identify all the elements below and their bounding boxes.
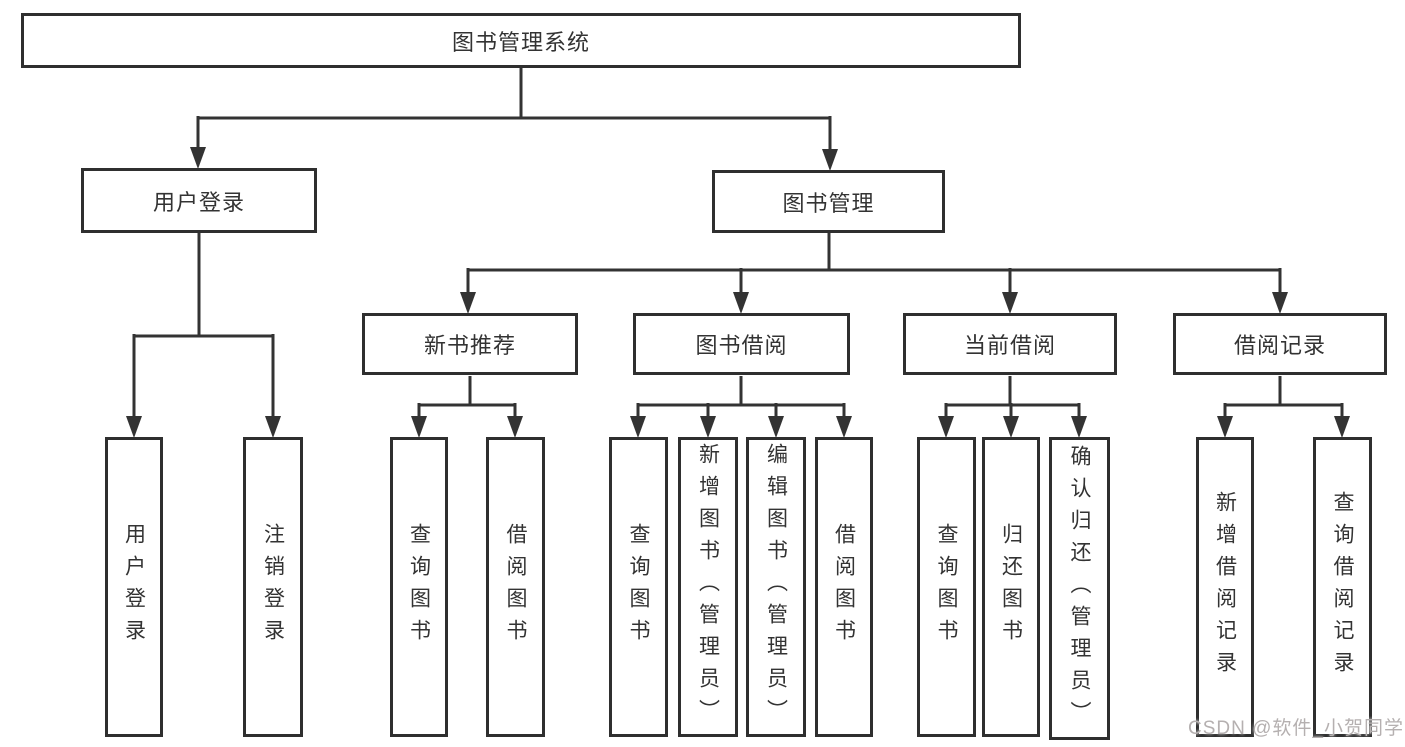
node-current-borrowing-label: 当前借阅: [963, 333, 1056, 358]
node-user-login: 用户登录: [81, 168, 317, 233]
node-book-management: 图书管理: [712, 170, 945, 233]
leaf-edit-books-admin: 编辑图书（管理员）: [746, 437, 806, 737]
leaf-add-borrow-record-label: 新增借阅记录: [1213, 491, 1237, 683]
leaf-confirm-return-admin: 确认归还（管理员）: [1049, 437, 1110, 740]
leaf-user-login-label: 用户登录: [122, 523, 146, 651]
csdn-watermark: CSDN @软件_小贺同学: [1188, 718, 1404, 739]
leaf-user-login: 用户登录: [105, 437, 163, 737]
leaf-confirm-return-admin-label: 确认归还（管理员）: [1068, 444, 1091, 733]
node-book-management-label: 图书管理: [782, 190, 875, 216]
leaf-query-borrow-record-label: 查询借阅记录: [1331, 491, 1354, 683]
leaf-query-books-borrow-label: 查询图书: [627, 523, 650, 651]
leaf-logout-login: 注销登录: [243, 437, 303, 737]
leaf-add-books-admin: 新增图书（管理员）: [678, 437, 738, 737]
node-user-login-label: 用户登录: [152, 189, 245, 215]
leaf-query-books-borrow: 查询图书: [609, 437, 668, 737]
leaf-borrow-books-recommend: 借阅图书: [486, 437, 545, 737]
node-new-book-recommend-label: 新书推荐: [423, 333, 516, 358]
leaf-return-books-label: 归还图书: [999, 523, 1023, 651]
leaf-borrow-books-label: 借阅图书: [832, 523, 856, 651]
leaf-query-books-recommend-label: 查询图书: [407, 523, 431, 651]
leaf-query-books-current-label: 查询图书: [935, 523, 958, 651]
leaf-query-borrow-record: 查询借阅记录: [1313, 437, 1372, 737]
leaf-add-books-admin-label: 新增图书（管理员）: [696, 443, 720, 731]
node-borrowing-records-label: 借阅记录: [1233, 333, 1326, 358]
leaf-query-books-recommend: 查询图书: [390, 437, 448, 737]
node-book-borrowing: 图书借阅: [633, 313, 850, 375]
leaf-query-books-current: 查询图书: [917, 437, 976, 737]
node-book-borrowing-label: 图书借阅: [695, 333, 788, 358]
leaf-add-borrow-record: 新增借阅记录: [1196, 437, 1254, 737]
leaf-return-books: 归还图书: [982, 437, 1040, 737]
leaf-borrow-books-recommend-label: 借阅图书: [504, 523, 527, 651]
node-current-borrowing: 当前借阅: [903, 313, 1117, 375]
node-root-label: 图书管理系统: [451, 29, 590, 55]
leaf-edit-books-admin-label: 编辑图书（管理员）: [764, 443, 788, 731]
node-root: 图书管理系统: [21, 13, 1021, 68]
leaf-borrow-books: 借阅图书: [815, 437, 873, 737]
leaf-logout-login-label: 注销登录: [261, 523, 285, 651]
node-borrowing-records: 借阅记录: [1173, 313, 1387, 375]
node-new-book-recommend: 新书推荐: [362, 313, 578, 375]
